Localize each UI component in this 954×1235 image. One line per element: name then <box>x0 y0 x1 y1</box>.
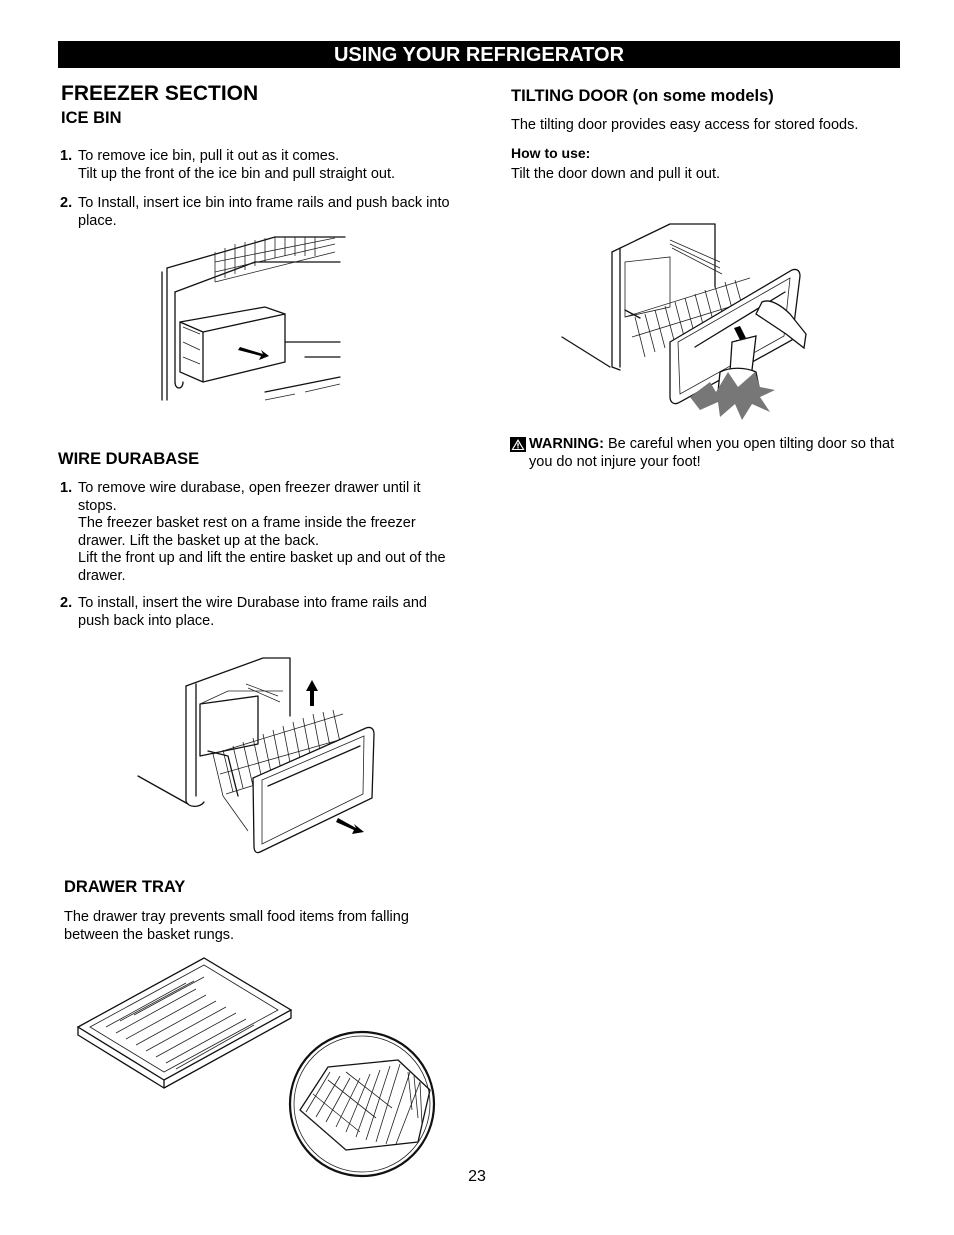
step-number: 2. <box>60 195 73 211</box>
tilting-door-illustration <box>561 223 807 420</box>
ice-bin-step-1: 1. To remove ice bin, pull it out as it … <box>60 148 460 183</box>
step-text: To Install, insert ice bin into frame ra… <box>78 195 450 229</box>
step-number: 1. <box>60 480 73 496</box>
step-text: Lift the front up and lift the entire ba… <box>78 550 446 584</box>
how-to-use-text: Tilt the door down and pull it out. <box>511 166 721 182</box>
wire-durabase-step-2: 2. To install, insert the wire Durabase … <box>60 595 460 630</box>
wire-durabase-step-1: 1. To remove wire durabase, open freezer… <box>60 480 460 585</box>
step-number: 1. <box>60 148 73 164</box>
ice-bin-heading: ICE BIN <box>61 109 122 127</box>
ice-bin-step-2: 2. To Install, insert ice bin into frame… <box>60 195 460 230</box>
step-number: 2. <box>60 595 73 611</box>
section-header-bar: USING YOUR REFRIGERATOR <box>58 41 900 68</box>
step-text: To install, insert the wire Durabase int… <box>78 595 427 629</box>
drawer-tray-illustration <box>76 957 293 1089</box>
drawer-tray-description: The drawer tray prevents small food item… <box>64 909 409 943</box>
freezer-section-title: FREEZER SECTION <box>61 82 259 105</box>
step-text: The freezer basket rest on a frame insid… <box>78 515 416 549</box>
how-to-use-label: How to use: <box>511 145 591 161</box>
step-text: To remove ice bin, pull it out as it com… <box>78 148 340 164</box>
wire-basket-inset-illustration <box>288 1030 436 1178</box>
tilting-door-description: The tilting door provides easy access fo… <box>511 117 859 133</box>
warning-paragraph: WARNING: Be careful when you open tiltin… <box>529 436 909 471</box>
warning-text: Be careful when you open tilting door so… <box>529 436 895 470</box>
drawer-tray-heading: DRAWER TRAY <box>64 878 186 896</box>
warning-label: WARNING: <box>529 436 604 452</box>
tilting-door-heading: TILTING DOOR (on some models) <box>511 87 774 105</box>
page-number: 23 <box>468 1168 486 1185</box>
step-text: To remove wire durabase, open freezer dr… <box>78 480 421 514</box>
wire-durabase-illustration <box>137 657 375 854</box>
wire-durabase-heading: WIRE DURABASE <box>58 450 200 468</box>
step-text: Tilt up the front of the ice bin and pul… <box>78 165 396 182</box>
ice-bin-illustration <box>161 236 346 401</box>
warning-icon <box>510 437 526 452</box>
